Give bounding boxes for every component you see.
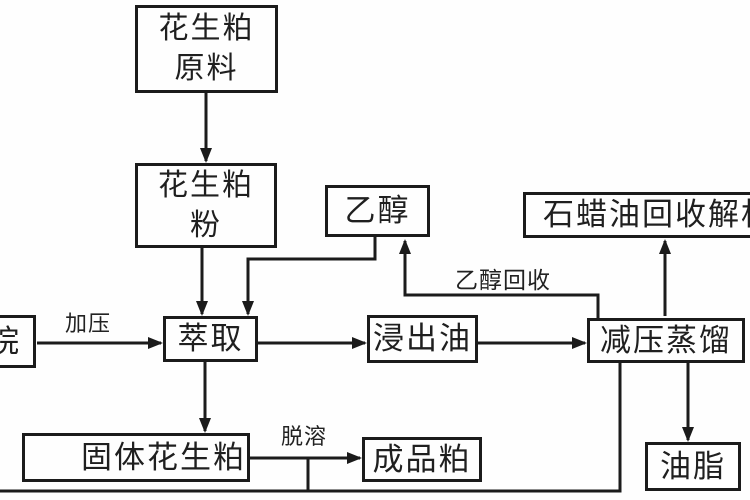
node-oil-fat: 油脂: [645, 442, 741, 491]
node-extracted-oil: 浸出油: [367, 315, 478, 363]
node-hexane-cutoff: 烷: [0, 315, 36, 368]
node-peanut-meal-raw-material: 花生粕 原料: [135, 5, 278, 93]
node-paraffin-oil-recovery: 石蜡油回收解机: [523, 192, 750, 238]
edge-label-pressurize: 加压: [64, 311, 111, 336]
edge-bottom-recycle-line: [0, 363, 622, 493]
node-peanut-meal-powder: 花生粕 粉: [135, 163, 277, 248]
edge-ethanol-recovery: [399, 239, 600, 318]
node-extraction: 萃取: [163, 316, 258, 362]
node-vacuum-distillation: 减压蒸馏: [587, 318, 745, 363]
node-ethanol: 乙醇: [325, 185, 430, 237]
edge-label-desolventize: 脱溶: [280, 424, 327, 449]
node-solid-peanut-meal: 固体花生粕: [22, 433, 250, 482]
node-finished-meal: 成品粕: [362, 437, 482, 482]
edge-ethanol-to-extraction: [242, 237, 377, 316]
edge-label-ethanol-recovery: 乙醇回收: [455, 268, 551, 293]
